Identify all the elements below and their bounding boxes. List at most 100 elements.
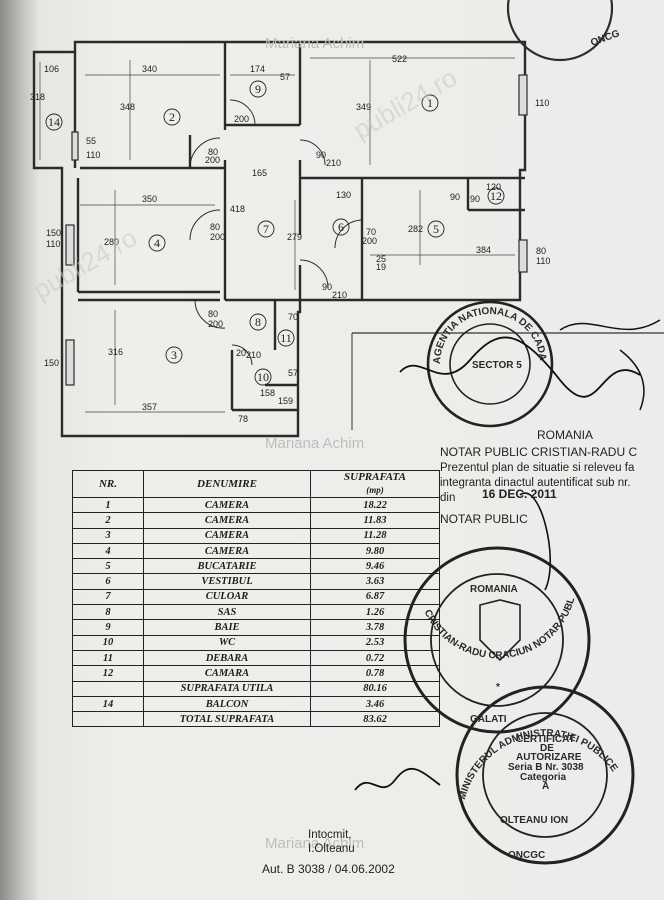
dimension-label: 20	[236, 348, 246, 358]
dimension-label: 55	[86, 136, 96, 146]
cell-nr: 3	[72, 527, 144, 544]
dimension-label: 316	[108, 347, 123, 357]
dimension-label: 318	[30, 92, 45, 102]
cell-area: 0.72	[310, 649, 440, 667]
author-signature	[354, 768, 441, 791]
dimension-label: 174	[250, 64, 265, 74]
stamp-ring-text: AGENTIA NATIONALA DE CADASTRU SI PUBLICI…	[0, 0, 548, 364]
dimension-label: 150	[44, 358, 59, 368]
dimension-label: 350	[142, 194, 157, 204]
ministry-stamp-top	[506, 0, 614, 62]
room-number: 12	[490, 189, 502, 203]
svg-text:*: *	[496, 682, 500, 693]
window	[65, 339, 75, 386]
cell-name: TOTAL SUPRAFATA	[143, 711, 311, 728]
cert-name: OLTEANU ION	[500, 815, 568, 826]
cell-nr	[72, 680, 144, 697]
window	[518, 74, 528, 116]
watermark: Mariana Achim	[265, 835, 364, 852]
cell-area: 3.46	[310, 695, 440, 713]
cert-line: Seria B Nr. 3038	[508, 762, 584, 773]
dimension-label: 57	[280, 72, 290, 82]
dimension-label: 70	[288, 312, 298, 322]
notary-name: NOTAR PUBLIC CRISTIAN-RADU C	[440, 445, 638, 459]
cell-area: 9.80	[310, 542, 440, 560]
cell-nr: 11	[72, 649, 144, 667]
notary-line: Prezentul plan de situatie si releveu fa	[440, 462, 635, 474]
notary-signature	[519, 492, 552, 591]
cert-line: Categoria	[520, 772, 567, 783]
inner-wall	[73, 42, 525, 412]
dimension-label: 78	[238, 414, 248, 424]
room-number: 5	[433, 222, 439, 236]
cell-name: CAMERA	[143, 512, 311, 529]
cell-area: 9.46	[310, 558, 440, 575]
cell-nr: 14	[72, 695, 144, 713]
cell-area: 6.87	[310, 588, 440, 606]
dimension-label: 120	[486, 182, 501, 192]
room-number: 7	[263, 222, 269, 236]
dimension-label: 200	[210, 232, 225, 242]
window	[71, 131, 79, 161]
room-number: 8	[255, 315, 261, 329]
dimension-label: 110	[86, 150, 100, 160]
cell-name: BUCATARIE	[143, 558, 311, 575]
dimension-label: 106	[44, 64, 59, 74]
cell-name: CAMARA	[143, 665, 311, 682]
dimension-label: 80	[208, 309, 218, 319]
signature-scribble	[559, 319, 661, 331]
dimension-label: 158	[260, 388, 275, 398]
dimension-label: 348	[120, 102, 135, 112]
cell-nr: 6	[72, 573, 144, 590]
room-number: 3	[171, 348, 177, 362]
author-title: Intocmit,	[308, 829, 352, 841]
cert-line: CERTIFICAT	[516, 734, 575, 745]
cell-area: 11.83	[310, 512, 440, 529]
cell-nr: 5	[72, 558, 144, 575]
cell-nr: 1	[72, 496, 144, 514]
cell-nr: 8	[72, 604, 144, 621]
dimension-label: 80	[208, 147, 218, 157]
header-area: SUPRAFATA(mp)	[310, 470, 440, 498]
outer-wall	[32, 40, 527, 438]
dimension-label: 130	[336, 190, 351, 200]
room-number: 9	[255, 82, 261, 96]
author-authorization: Aut. B 3038 / 04.06.2002	[262, 862, 395, 876]
cell-name: SUPRAFATA UTILA	[143, 680, 311, 697]
door-arc	[231, 344, 253, 366]
room-number: 10	[257, 370, 269, 384]
dimension-label: 110	[536, 256, 550, 266]
window	[65, 224, 75, 266]
cell-area: 83.62	[310, 711, 440, 728]
dimension-label: 80	[210, 222, 220, 232]
dimension-label: 200	[205, 155, 220, 165]
notary-label: NOTAR PUBLIC	[440, 512, 528, 526]
room-number: 1	[427, 96, 433, 110]
dimension-label: 279	[287, 232, 302, 242]
cell-nr	[72, 711, 144, 728]
floor-plan: 1 2 3 4 5 6 7 8 9 10 11 12 14 106 340 17…	[28, 0, 621, 452]
watermark: Mariana Achim	[265, 35, 364, 52]
stamp-top: ROMANIA	[470, 584, 518, 595]
signature-scribble	[399, 336, 641, 398]
cell-area: 11.28	[310, 527, 440, 544]
dimension-label: 159	[278, 396, 293, 406]
dimension-label: 200	[208, 319, 223, 329]
cell-name: VESTIBUL	[143, 573, 311, 590]
dimension-label: 340	[142, 64, 157, 74]
cell-nr: 7	[72, 588, 144, 606]
cell-nr: 9	[72, 619, 144, 636]
cell-area: 3.63	[310, 573, 440, 590]
room-number: 11	[280, 331, 292, 345]
author-name: I.Olteanu	[308, 843, 355, 855]
dimension-label: 200	[362, 236, 377, 246]
